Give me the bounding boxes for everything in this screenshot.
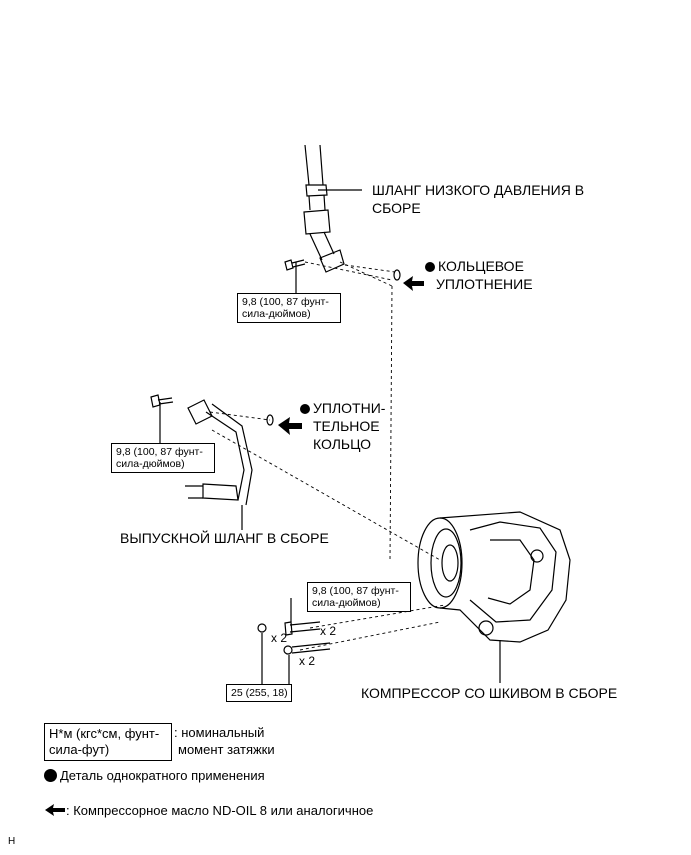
legend-one-time: Деталь однократного применения <box>44 767 265 785</box>
torque-box-top: 9,8 (100, 87 фунт- сила-дюймов) <box>237 293 341 323</box>
legend-torque-desc: : номинальный момент затяжки <box>174 725 275 757</box>
low-pressure-hose-drawing <box>303 144 362 273</box>
one-time-dot-icon <box>300 404 310 414</box>
compressor-drawing <box>417 511 571 683</box>
oil-arrow-icons <box>278 276 424 435</box>
top-bolt-drawing <box>284 259 306 293</box>
legend-torque-unit-box: Н*м (кгс*см, фунт- сила-фут) <box>44 723 172 761</box>
corner-mark: H <box>8 836 16 847</box>
compressor-label: КОМПРЕССОР СО ШКИВОМ В СБОРЕ <box>361 685 618 701</box>
discharge-hose-label: ВЫПУСКНОЙ ШЛАНГ В СБОРЕ <box>120 530 329 546</box>
multiplier-label: x 2 <box>299 654 316 668</box>
seal-ring-label: УПЛОТНИ- ТЕЛЬНОЕ КОЛЬЦО <box>300 399 385 453</box>
torque-box-bolts: 9,8 (100, 87 фунт- сила-дюймов) <box>307 582 411 612</box>
o-ring-top-label: КОЛЬЦЕВОЕ УПЛОТНЕНИЕ <box>425 257 533 293</box>
torque-box-middle: 9,8 (100, 87 фунт- сила-дюймов) <box>111 443 215 473</box>
low-pressure-hose-label: ШЛАНГ НИЗКОГО ДАВЛЕНИЯ В СБОРЕ <box>372 182 585 216</box>
one-time-dot-icon <box>44 769 57 782</box>
discharge-hose-drawing <box>185 399 253 530</box>
oil-arrow-icon <box>45 804 65 816</box>
middle-bolt-drawing <box>150 394 174 443</box>
legend-oil: : Компрессорное масло ND-OIL 8 или анало… <box>44 802 373 820</box>
multiplier-label: x 2 <box>271 631 288 645</box>
lower-bolts-drawing <box>257 598 331 684</box>
torque-box-bottom: 25 (255, 18) <box>226 684 292 702</box>
multiplier-label: x 2 <box>320 624 337 638</box>
seal-ring-drawing <box>266 414 274 426</box>
o-ring-top-drawing <box>393 269 401 281</box>
one-time-dot-icon <box>425 262 435 272</box>
